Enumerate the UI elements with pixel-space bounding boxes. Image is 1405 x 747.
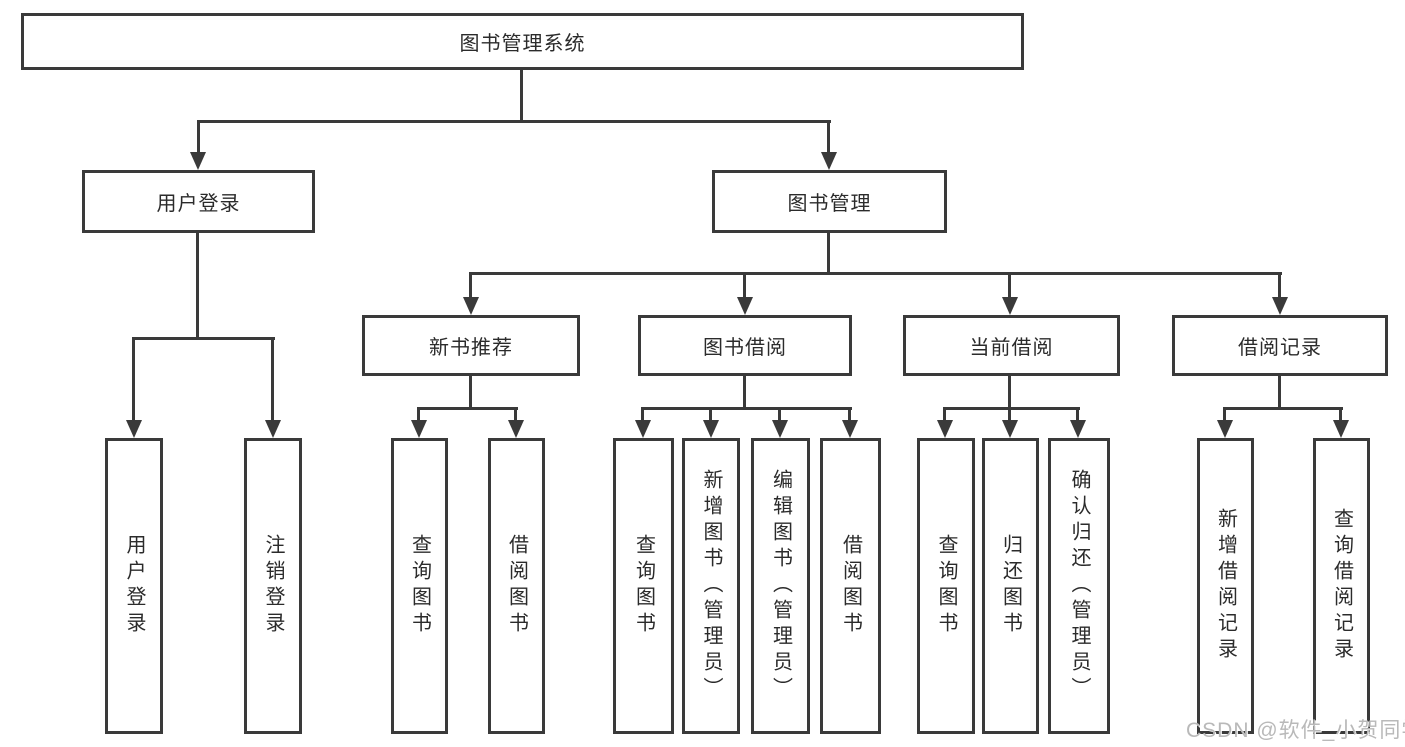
leaf-add-borrow-record: 新增借阅记录 <box>1197 438 1254 734</box>
connector-arrowhead <box>842 420 858 438</box>
leaf-logout: 注销登录 <box>244 438 302 734</box>
connector-arrowhead <box>737 297 753 315</box>
root-node: 图书管理系统 <box>21 13 1024 70</box>
user-login-branch-node: 用户登录 <box>82 170 315 233</box>
connector-arrowhead <box>411 420 427 438</box>
leaf-borrow-books-recommend: 借阅图书 <box>488 438 545 734</box>
connector-line <box>1278 272 1281 300</box>
current-borrow-section-node: 当前借阅 <box>903 315 1120 376</box>
book-mgmt-branch-node: 图书管理 <box>712 170 947 233</box>
connector-arrowhead <box>703 420 719 438</box>
connector-line <box>196 233 199 340</box>
connector-line <box>1008 376 1011 409</box>
connector-arrowhead <box>1272 297 1288 315</box>
connector-line <box>641 407 852 410</box>
connector-line <box>1223 407 1226 424</box>
connector-line <box>743 376 746 409</box>
connector-line <box>469 272 472 300</box>
csdn-watermark: CSDN @软件_小贺同学 <box>1186 719 1405 742</box>
connector-line <box>417 407 518 410</box>
connector-arrowhead <box>772 420 788 438</box>
book-borrow-section-node: 图书借阅 <box>638 315 852 376</box>
connector-arrowhead <box>126 420 142 438</box>
connector-line <box>848 407 851 424</box>
connector-line <box>778 407 781 424</box>
connector-line <box>132 337 135 424</box>
connector-line <box>743 272 746 300</box>
connector-line <box>197 120 200 155</box>
connector-arrowhead <box>937 420 953 438</box>
connector-arrowhead <box>463 297 479 315</box>
leaf-return-books: 归还图书 <box>982 438 1039 734</box>
connector-line <box>709 407 712 424</box>
connector-line <box>514 407 517 424</box>
leaf-query-books-current: 查询图书 <box>917 438 975 734</box>
connector-line <box>827 233 830 275</box>
connector-line <box>1278 376 1281 409</box>
connector-arrowhead <box>508 420 524 438</box>
leaf-confirm-return-admin: 确认归还（管理员） <box>1048 438 1110 734</box>
connector-line <box>943 407 946 424</box>
connector-line <box>520 70 523 123</box>
connector-line <box>1223 407 1343 410</box>
connector-arrowhead <box>190 152 206 170</box>
connector-line <box>197 120 831 123</box>
connector-line <box>132 337 275 340</box>
leaf-borrow-books-borrow: 借阅图书 <box>820 438 881 734</box>
leaf-edit-books-admin: 编辑图书（管理员） <box>751 438 810 734</box>
connector-line <box>1008 272 1011 300</box>
leaf-query-books-borrow: 查询图书 <box>613 438 674 734</box>
connector-line <box>1008 407 1011 424</box>
new-books-section-node: 新书推荐 <box>362 315 580 376</box>
connector-line <box>1339 407 1342 424</box>
connector-arrowhead <box>1070 420 1086 438</box>
connector-line <box>271 337 274 424</box>
connector-arrowhead <box>1002 297 1018 315</box>
leaf-add-books-admin: 新增图书（管理员） <box>682 438 740 734</box>
connector-arrowhead <box>265 420 281 438</box>
connector-arrowhead <box>1333 420 1349 438</box>
borrow-records-section-node: 借阅记录 <box>1172 315 1388 376</box>
leaf-query-books-recommend: 查询图书 <box>391 438 448 734</box>
leaf-query-borrow-record: 查询借阅记录 <box>1313 438 1370 734</box>
connector-arrowhead <box>821 152 837 170</box>
connector-arrowhead <box>1217 420 1233 438</box>
connector-line <box>943 407 1080 410</box>
connector-arrowhead <box>1002 420 1018 438</box>
connector-line <box>827 120 830 155</box>
connector-arrowhead <box>635 420 651 438</box>
connector-line <box>469 272 1282 275</box>
connector-line <box>469 376 472 409</box>
connector-line <box>1076 407 1079 424</box>
connector-line <box>417 407 420 424</box>
connector-line <box>641 407 644 424</box>
leaf-user-login: 用户登录 <box>105 438 163 734</box>
